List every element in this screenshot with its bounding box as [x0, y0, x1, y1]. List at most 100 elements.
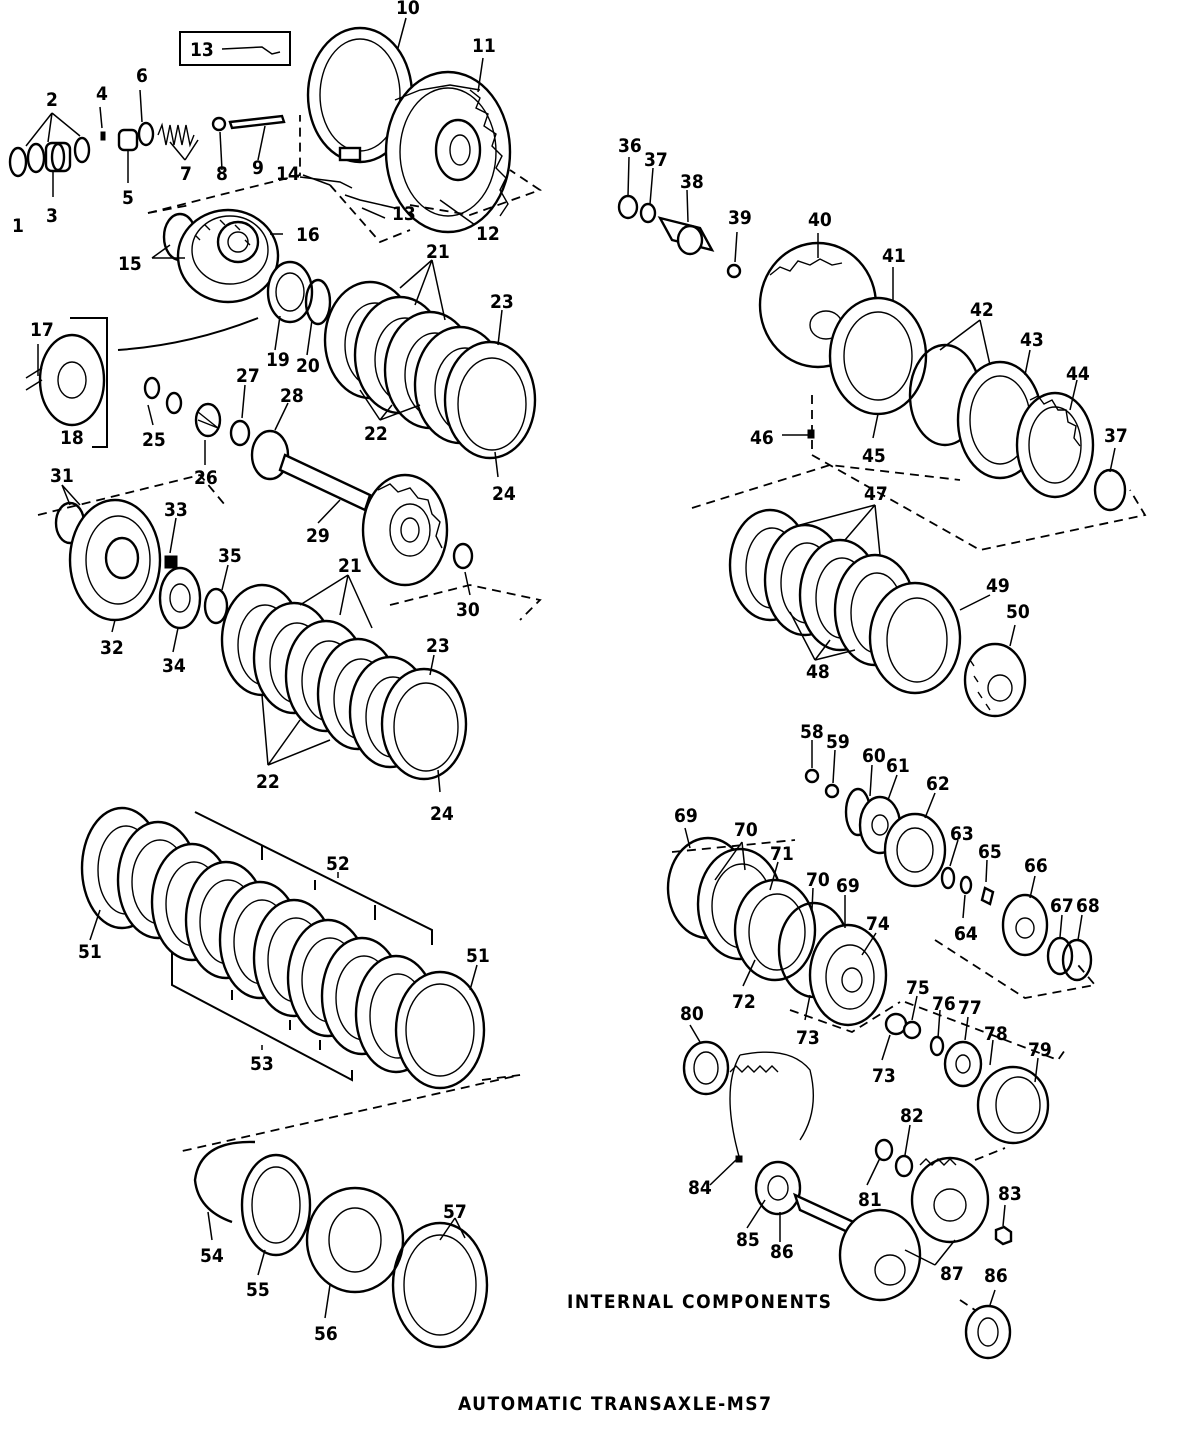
callout-label: 42	[970, 299, 994, 321]
callout-label: 64	[954, 923, 978, 945]
callout-label: 85	[736, 1229, 760, 1251]
callout-label: 18	[60, 427, 84, 449]
callout-label: 48	[806, 661, 830, 683]
callout-label: 65	[978, 841, 1002, 863]
callout-label: 73	[796, 1027, 820, 1049]
callout-label: 70	[806, 869, 830, 891]
callout-label: 55	[246, 1279, 270, 1301]
callout-label: 10	[396, 0, 420, 19]
callout-label: 9	[252, 157, 264, 179]
callout-label: 40	[808, 209, 832, 231]
callout-label: 57	[443, 1201, 467, 1223]
callout-label: 73	[872, 1065, 896, 1087]
callout-label: 25	[142, 429, 166, 451]
callout-label: 82	[900, 1105, 924, 1127]
callout-label: 68	[1076, 895, 1100, 917]
callout-label: 3	[46, 205, 58, 227]
callout-label: 20	[296, 355, 320, 377]
callout-label: 12	[476, 223, 500, 245]
callout-label: 64	[954, 923, 978, 945]
callout-label: 2	[46, 89, 58, 111]
callout-label: 35	[218, 545, 242, 567]
callout-label: 67	[1050, 895, 1074, 917]
callout-label: 69	[836, 875, 860, 897]
callout-label: 61	[886, 755, 910, 777]
callout-label: 63	[950, 823, 974, 845]
callout-label: 17	[30, 319, 54, 341]
callout-label: 66	[1024, 855, 1048, 877]
part-group-differential	[729, 1051, 990, 1302]
callout-label: 45	[862, 445, 886, 467]
callout-label: 32	[100, 637, 124, 659]
callout-label: 87	[940, 1263, 964, 1285]
callout-label: 29	[306, 525, 330, 547]
callout-label: 31	[50, 465, 74, 487]
callout-label: 13	[392, 203, 416, 225]
callout-label: 52	[326, 853, 350, 875]
callout-label: 23	[426, 635, 450, 657]
part-group-clutch-51	[80, 806, 486, 1090]
callout-label: 24	[430, 803, 454, 825]
callout-label: 74	[866, 913, 890, 935]
callout-label: 28	[280, 385, 304, 407]
callout-label: 46	[750, 427, 774, 449]
callout-label: 5	[122, 187, 134, 209]
callout-label: 33	[164, 499, 188, 521]
internal-components-caption: INTERNAL COMPONENTS	[567, 1291, 832, 1313]
callout-label: 15	[118, 253, 142, 275]
callout-label: 37	[1104, 425, 1128, 447]
callout-label: 49	[986, 575, 1010, 597]
callout-label: 4	[96, 83, 108, 105]
callout-label: 80	[680, 1003, 704, 1025]
callout-label: 8	[216, 163, 228, 185]
callout-label: 50	[1006, 601, 1030, 623]
part-group-clutch-upper	[323, 280, 537, 460]
callout-label: 6	[136, 65, 148, 87]
callout-label: 78	[984, 1023, 1008, 1045]
callout-label: 30	[456, 599, 480, 621]
callout-label: 81	[858, 1189, 882, 1211]
callout-label: 36	[618, 135, 642, 157]
callout-label: 83	[998, 1183, 1022, 1205]
callout-label: 24	[492, 483, 516, 505]
callout-label: 14	[276, 163, 300, 185]
callout-label: 21	[338, 555, 362, 577]
callout-label: 47	[864, 483, 888, 505]
callout-label: 54	[200, 1245, 224, 1267]
callout-label: 75	[906, 977, 930, 999]
callout-label: 59	[826, 731, 850, 753]
callout-label: 39	[728, 207, 752, 229]
callout-label: 76	[932, 993, 956, 1015]
callout-label: 22	[364, 423, 388, 445]
callout-label: 21	[426, 241, 450, 263]
part-group-clutch-69	[666, 836, 888, 1027]
callout-label: 41	[882, 245, 906, 267]
callout-label: 27	[236, 365, 260, 387]
diagram-title: AUTOMATIC TRANSAXLE-MS7	[458, 1393, 772, 1415]
callout-label: 70	[734, 819, 758, 841]
callout-label: 69	[674, 805, 698, 827]
callout-label: 43	[1020, 329, 1044, 351]
callout-label: 79	[1028, 1039, 1052, 1061]
callout-label: 1	[12, 215, 24, 237]
callout-label: 71	[770, 843, 794, 865]
callout-label: 72	[732, 991, 756, 1013]
callout-label: 38	[680, 171, 704, 193]
callout-label: 62	[926, 773, 950, 795]
callout-label: 86	[984, 1265, 1008, 1287]
callout-label: 77	[958, 997, 982, 1019]
callout-label: 26	[194, 467, 218, 489]
callout-label: 56	[314, 1323, 338, 1345]
callout-label: 60	[862, 745, 886, 767]
callout-label: 11	[472, 35, 496, 57]
callout-label: 58	[800, 721, 824, 743]
leader-lines	[25, 17, 1116, 1319]
callout-label: 13	[190, 39, 214, 61]
callout-label: 34	[162, 655, 186, 677]
callout-label: 51	[466, 945, 490, 967]
callout-label: 37	[644, 149, 668, 171]
parts-artwork	[8, 17, 1147, 1360]
part-group-clutch-47	[728, 508, 962, 695]
part-group-valve	[8, 114, 286, 178]
